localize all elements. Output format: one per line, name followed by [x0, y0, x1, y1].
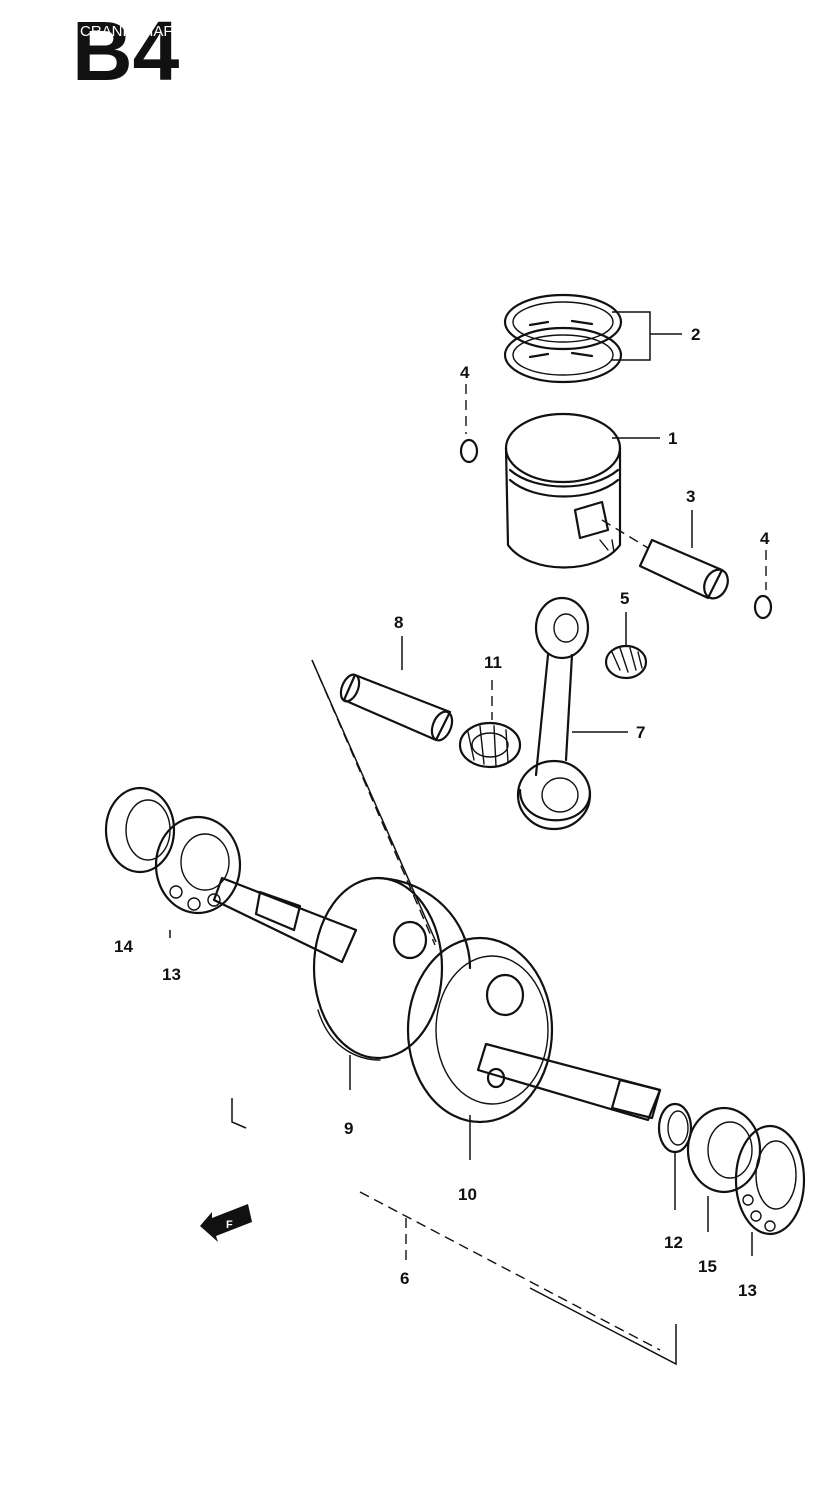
callout-13-right: 13 — [738, 1281, 757, 1300]
piston-rings — [503, 293, 623, 384]
callout-14: 14 — [114, 937, 133, 956]
callout-9: 9 — [344, 1119, 353, 1138]
callout-15: 15 — [698, 1257, 717, 1276]
callout-10: 10 — [458, 1185, 477, 1204]
figure-caption: CRANKSHAFT — [80, 23, 182, 40]
callout-13-left: 13 — [162, 965, 181, 984]
callout-5: 5 — [620, 589, 629, 608]
figure-title: B4 CRANKSHAFT — [72, 4, 182, 98]
crankshaft-left-half — [212, 876, 472, 1061]
front-direction-arrow: F — [200, 1204, 252, 1242]
piston-pin — [601, 519, 729, 600]
callout-4-right: 4 — [760, 529, 770, 548]
big-end-bearing — [458, 721, 522, 769]
crank-pin — [339, 673, 454, 742]
bearing-right — [734, 1124, 806, 1236]
small-end-bearing — [604, 644, 648, 680]
callout-3: 3 — [686, 487, 695, 506]
callout-7: 7 — [636, 723, 645, 742]
oil-seal-left — [104, 786, 176, 874]
front-arrow-label: F — [226, 1219, 233, 1231]
piston — [504, 412, 622, 569]
callout-labels: 1 2 3 4 4 5 6 7 8 9 10 11 12 13 13 14 15 — [114, 325, 770, 1300]
callout-8: 8 — [394, 613, 403, 632]
callout-2: 2 — [691, 325, 700, 344]
callout-11: 11 — [484, 653, 502, 672]
callout-4-left: 4 — [460, 363, 470, 382]
oil-seal-right — [686, 1106, 762, 1194]
connecting-rod — [516, 596, 592, 831]
bearing-left — [154, 815, 242, 915]
callout-6: 6 — [400, 1269, 409, 1288]
spacer-ring — [657, 1102, 693, 1154]
crankshaft-right-half — [406, 936, 662, 1124]
figure-code: B4 — [72, 4, 180, 98]
callout-1: 1 — [668, 429, 677, 448]
circlip-left — [459, 438, 479, 464]
circlip-right — [753, 594, 773, 620]
callout-12: 12 — [664, 1233, 683, 1252]
